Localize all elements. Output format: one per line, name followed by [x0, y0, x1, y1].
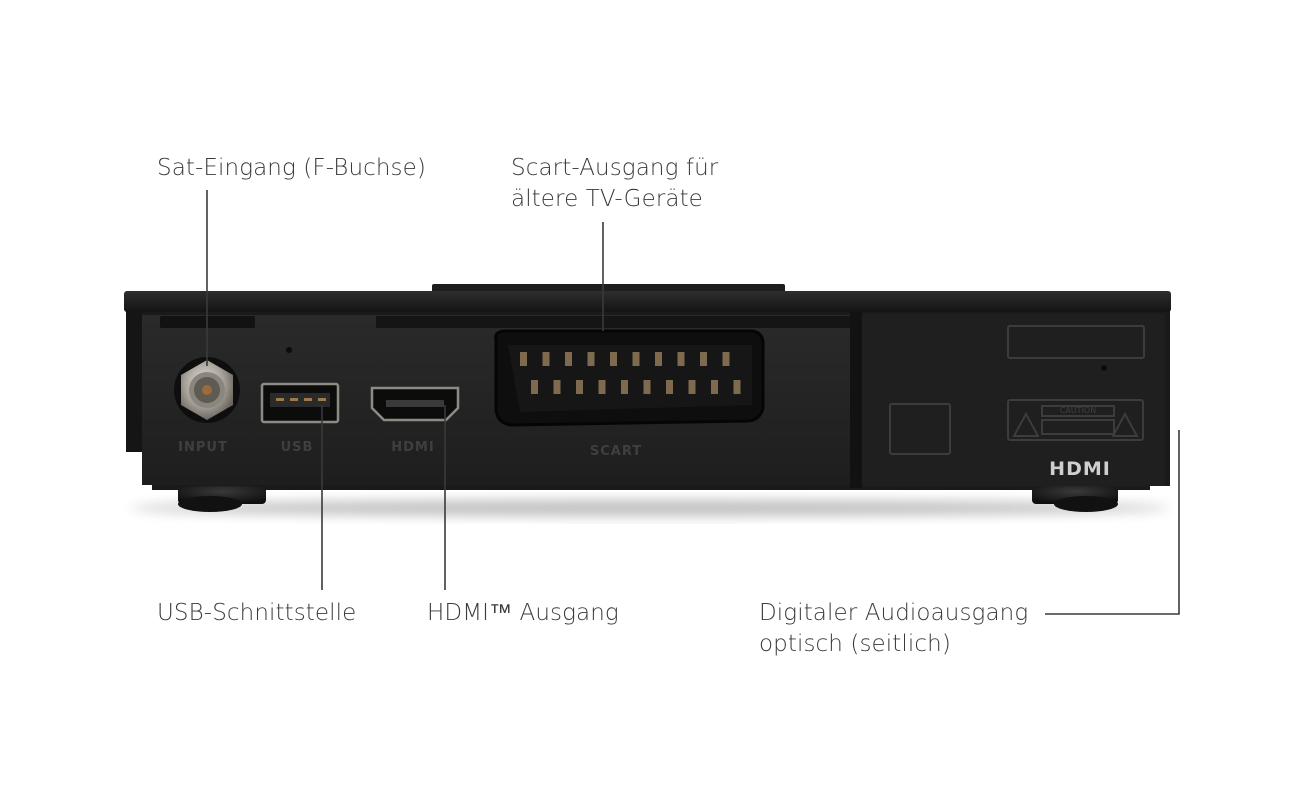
scart-pin: [643, 380, 651, 394]
scart-pin: [610, 352, 617, 366]
callout-usb-text: USB-Schnittstelle: [157, 600, 357, 626]
callout-usb: USB-Schnittstelle: [157, 598, 356, 629]
scart-pin: [531, 380, 538, 394]
scart-pin: [711, 380, 718, 394]
coax-port: [174, 357, 240, 423]
hdmi-engraving: HDMI: [391, 440, 434, 455]
scart-pin: [655, 352, 662, 366]
scart-pin: [520, 352, 527, 366]
device-lid: [124, 291, 1171, 312]
callout-optical-audio: Digitaler Audioausgang optisch (seitlich…: [759, 598, 1028, 660]
regulatory-marks: [889, 325, 1145, 455]
callout-audio-line1: Digitaler Audioausgang: [759, 600, 1029, 626]
caution-label: CAUTION: [1060, 406, 1096, 415]
callout-scart-output: Scart-Ausgang für ältere TV-Geräte: [511, 153, 718, 215]
callout-sat-input-text: Sat-Eingang (F-Buchse): [157, 155, 426, 181]
hdmi-port: [370, 386, 460, 422]
device-shadow: [130, 500, 1170, 516]
scart-port: [494, 329, 765, 427]
callout-audio-line2: optisch (seitlich): [759, 631, 951, 657]
scart-pin: [587, 352, 595, 366]
callout-sat-input: Sat-Eingang (F-Buchse): [157, 153, 426, 184]
input-engraving: INPUT: [178, 440, 228, 455]
callout-hdmi-output: HDMI™ Ausgang: [427, 598, 619, 629]
scart-engraving: SCART: [590, 444, 642, 459]
callout-scart-line2: ältere TV-Geräte: [511, 186, 703, 212]
scart-pin: [700, 352, 707, 366]
callout-scart-line1: Scart-Ausgang für: [511, 155, 719, 181]
scart-pin: [666, 380, 673, 394]
scart-pin: [598, 380, 606, 394]
callout-hdmi-text: HDMI™ Ausgang: [427, 600, 619, 626]
scart-pin: [621, 380, 628, 394]
usb-port: [260, 382, 340, 424]
scart-pin: [632, 352, 640, 366]
scart-pin: [565, 352, 572, 366]
scart-pin: [553, 380, 561, 394]
scart-pin: [733, 380, 741, 394]
hdmi-logo: HDMI: [1049, 458, 1111, 480]
scart-pin: [688, 380, 696, 394]
scart-pin: [677, 352, 685, 366]
usb-engraving: USB: [281, 440, 314, 455]
scart-pin: [576, 380, 583, 394]
leader-audio: [1045, 430, 1180, 615]
scart-pin: [542, 352, 550, 366]
scart-pin: [722, 352, 730, 366]
